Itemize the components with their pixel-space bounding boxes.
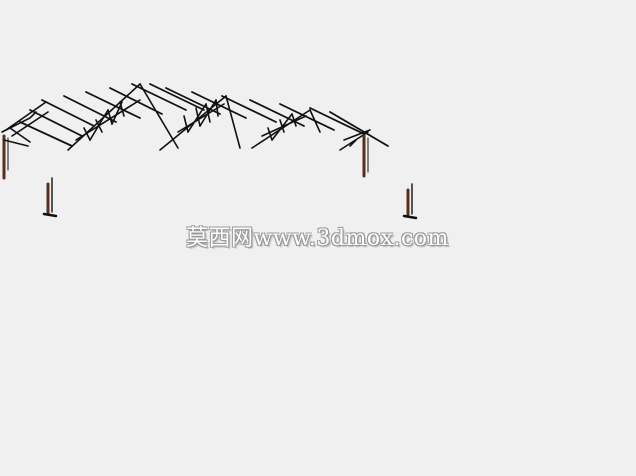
truss-1 [67, 83, 179, 151]
purlins [19, 83, 389, 147]
truss-2 [159, 95, 241, 151]
roof-truss-frame [1, 83, 418, 220]
watermark-text: 莫西网www.3dmox.com [186, 226, 449, 251]
standing-column-right [402, 183, 418, 220]
truss-3 [251, 109, 321, 149]
standing-column-left [42, 177, 58, 218]
